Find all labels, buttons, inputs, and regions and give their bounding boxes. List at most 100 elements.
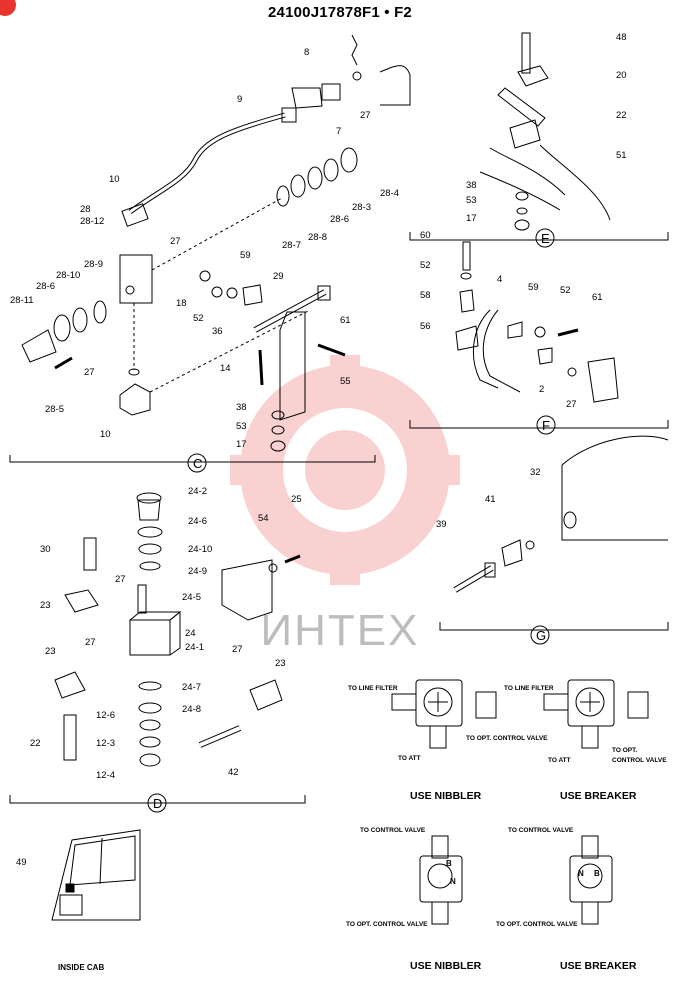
part-label: 41	[485, 494, 496, 505]
view-d-labels: 24-2 24-6 24-10 24-9 30 23 27 24-5 24 24…	[30, 486, 302, 811]
view-f-drawing	[409, 241, 669, 429]
part-label: 60	[420, 230, 431, 241]
part-label: 28-4	[380, 188, 399, 199]
part-label: 12-3	[96, 738, 115, 749]
part-label: 2	[539, 384, 544, 395]
part-label: 54	[258, 513, 269, 524]
part-label: 23	[40, 600, 51, 611]
view-f-labels: 60 52 58 56 4 59 52 61 2 27 F	[420, 230, 603, 433]
part-label: 9	[237, 94, 242, 105]
part-label: 28-6	[36, 281, 55, 292]
view-g-drawing	[439, 435, 669, 631]
part-label: 52	[560, 285, 571, 296]
part-label: 10	[100, 429, 111, 440]
part-label: 17	[236, 439, 247, 450]
part-label: 28-10	[56, 270, 80, 281]
view-circle-f	[536, 415, 556, 435]
part-label: 27	[232, 644, 243, 655]
view-circle-c	[187, 453, 207, 473]
view-circle-e	[535, 228, 555, 248]
part-label: 28-6	[330, 214, 349, 225]
part-label: 8	[304, 47, 309, 58]
label-to-control-valve: TO CONTROL VALVE	[508, 827, 574, 834]
label-to-att: TO ATT	[548, 757, 571, 764]
part-label: 23	[275, 658, 286, 669]
part-label: 27	[566, 399, 577, 410]
part-label: 24-10	[188, 544, 212, 555]
part-label: 28-3	[352, 202, 371, 213]
caption-use-nibbler: USE NIBBLER	[410, 960, 482, 972]
view-g-labels: 32 41 39 G	[436, 467, 546, 643]
view-c-drawing	[9, 34, 411, 463]
part-label: 25	[291, 494, 302, 505]
part-label: 29	[273, 271, 284, 282]
cab-caption: INSIDE CAB	[58, 963, 104, 972]
part-label: 27	[360, 110, 371, 121]
part-label: 23	[45, 646, 56, 657]
part-label: 27	[115, 574, 126, 585]
part-label: 22	[616, 110, 627, 121]
label-to-opt-control-valve: TO OPT. CONTROL VALVE	[346, 921, 428, 928]
part-label: 24-1	[185, 642, 204, 653]
label-control-valve: CONTROL VALVE	[612, 757, 667, 764]
part-label: 52	[420, 260, 431, 271]
part-label: 28-12	[80, 216, 104, 227]
part-label: 58	[420, 290, 431, 301]
part-label: 36	[212, 326, 223, 337]
part-label: 32	[530, 467, 541, 478]
view-e-labels: 48 20 22 51 38 53 17 E	[466, 32, 627, 246]
part-label: 18	[176, 298, 187, 309]
view-e-drawing	[409, 32, 669, 241]
view-letter-g: G	[536, 628, 546, 643]
view-letter-f: F	[542, 418, 550, 433]
view-letter-e: E	[541, 231, 550, 246]
corner-badge	[0, 0, 16, 16]
part-label: 24-5	[182, 592, 201, 603]
part-label: 28-9	[84, 259, 103, 270]
part-label: 27	[85, 637, 96, 648]
port-n: N	[450, 877, 456, 886]
label-to-line-filter: TO LINE FILTER	[504, 685, 554, 692]
part-label: 28-5	[45, 404, 64, 415]
part-label: 27	[170, 236, 181, 247]
valve-nibbler-top	[391, 679, 497, 749]
part-label: 28-11	[10, 295, 34, 306]
part-label: 51	[616, 150, 627, 161]
part-label: 27	[84, 367, 95, 378]
port-b: B	[446, 859, 452, 868]
port-n: N	[578, 869, 584, 878]
valve-breaker-top	[543, 679, 649, 749]
view-letter-d: D	[153, 796, 162, 811]
part-label: 30	[40, 544, 51, 555]
part-label: 53	[236, 421, 247, 432]
part-label: 38	[466, 180, 477, 191]
part-label: 24-6	[188, 516, 207, 527]
label-to-opt-control-valve: TO OPT. CONTROL VALVE	[496, 921, 578, 928]
label-to-opt-control-valve: TO OPT. CONTROL VALVE	[466, 735, 548, 742]
diagram-title: 24100J17878F1 • F2	[268, 4, 412, 21]
caption-use-nibbler: USE NIBBLER	[410, 790, 482, 802]
part-label: 7	[336, 126, 341, 137]
part-label: 52	[193, 313, 204, 324]
view-d-drawing	[9, 492, 306, 804]
part-label: 4	[497, 274, 502, 285]
watermark-text: ИНТЕХ	[261, 606, 420, 655]
part-label: 39	[436, 519, 447, 530]
port-b: B	[594, 869, 600, 878]
part-label: 17	[466, 213, 477, 224]
part-label: 12-4	[96, 770, 115, 781]
watermark-logo	[230, 355, 460, 585]
valve-breaker-bottom	[569, 835, 613, 925]
part-label: 22	[30, 738, 41, 749]
label-to-att: TO ATT	[398, 755, 421, 762]
part-label: 12-6	[96, 710, 115, 721]
part-label: 49	[16, 857, 27, 868]
view-letter-c: C	[193, 456, 202, 471]
part-label: 24-8	[182, 704, 201, 715]
part-label: 14	[220, 363, 231, 374]
label-to-control-valve: TO CONTROL VALVE	[360, 827, 426, 834]
part-label: 48	[616, 32, 627, 43]
caption-use-breaker: USE BREAKER	[560, 790, 637, 802]
caption-use-breaker: USE BREAKER	[560, 960, 637, 972]
cab-drawing	[51, 829, 141, 921]
